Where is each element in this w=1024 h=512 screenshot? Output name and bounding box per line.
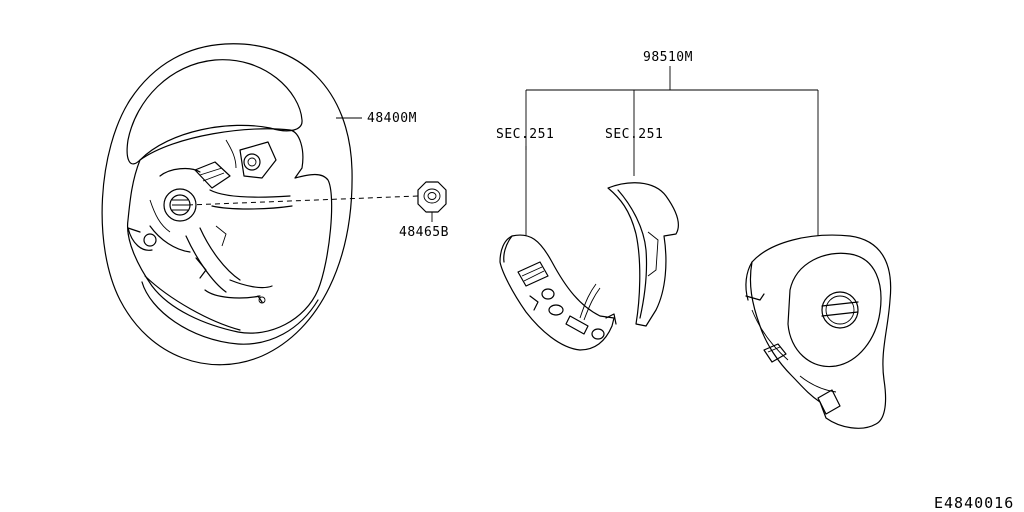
- airbag-module: [745, 234, 892, 429]
- label-section-left: SEC.251: [496, 127, 555, 142]
- diagram-code: E4840016: [934, 494, 1015, 512]
- label-nut: 48465B: [399, 225, 449, 240]
- dashed-axis-line: [187, 195, 419, 206]
- label-section-right: SEC.251: [605, 127, 664, 142]
- nut: [417, 181, 447, 222]
- right-cover-part: [607, 182, 679, 327]
- steering-wheel: [101, 43, 353, 366]
- assembly-bracket: [525, 66, 819, 236]
- label-steering-wheel: 48400M: [367, 111, 417, 126]
- left-switch-part: [499, 234, 617, 351]
- label-assembly: 98510M: [643, 50, 693, 65]
